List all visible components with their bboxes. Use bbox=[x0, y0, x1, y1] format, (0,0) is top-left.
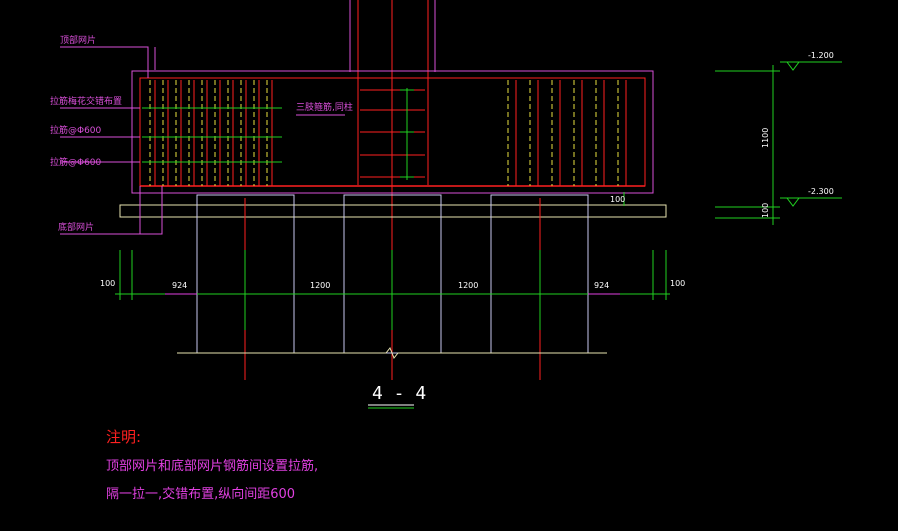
horizontal-dimension bbox=[115, 250, 670, 300]
pile-cap bbox=[131, 70, 654, 194]
elevation-dimension bbox=[715, 61, 842, 225]
dim-cap-100: 100 bbox=[610, 195, 625, 204]
dim-elev-100: 100 bbox=[761, 203, 770, 218]
label-tie-2: 拉筋@Φ600 bbox=[50, 156, 102, 168]
label-bottom-mesh: 底部网片 bbox=[58, 221, 94, 233]
dim-span-1200-b: 1200 bbox=[458, 281, 478, 290]
dim-span-1200-a: 1200 bbox=[310, 281, 330, 290]
dim-right-100: 100 bbox=[670, 279, 685, 288]
notes-title: 注明: bbox=[106, 428, 141, 446]
left-rebar-cage bbox=[142, 80, 282, 186]
label-stirrup: 三肢箍筋,同柱 bbox=[296, 101, 353, 113]
label-top-mesh: 顶部网片 bbox=[60, 34, 96, 46]
blinding-layer bbox=[119, 204, 667, 218]
section-title: 4 - 4 bbox=[372, 383, 426, 404]
dim-left-924: 924 bbox=[172, 281, 187, 290]
label-tie-1: 拉筋@Φ600 bbox=[50, 124, 102, 136]
level-top: -1.200 bbox=[808, 51, 834, 60]
stirrups bbox=[360, 88, 425, 180]
dim-right-924: 924 bbox=[594, 281, 609, 290]
level-bottom: -2.300 bbox=[808, 187, 834, 196]
dim-elev-1100: 1100 bbox=[761, 128, 770, 148]
notes-line-1: 顶部网片和底部网片钢筋间设置拉筋, bbox=[106, 458, 318, 474]
break-line bbox=[177, 347, 607, 359]
right-rebar-cage bbox=[507, 80, 627, 186]
notes-line-2: 隔一拉一,交错布置,纵向间距600 bbox=[106, 486, 295, 502]
label-tie-staggered: 拉筋梅花交错布置 bbox=[50, 95, 122, 107]
dim-left-100: 100 bbox=[100, 279, 115, 288]
leader-lines bbox=[60, 46, 345, 235]
